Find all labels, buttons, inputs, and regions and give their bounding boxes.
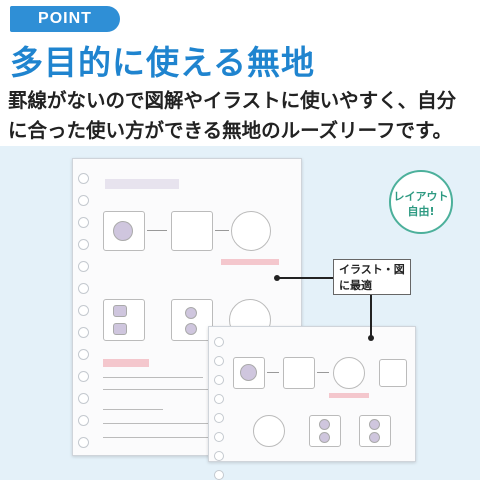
sketch-cell-box xyxy=(283,357,315,389)
description-line-2: に合った使い方ができる無地のルーズリーフです。 xyxy=(8,119,453,142)
sketch-line xyxy=(103,437,209,438)
illustration-label: イラスト・図 に最適 xyxy=(333,259,411,295)
loose-leaf-sheet-back xyxy=(72,158,302,456)
binder-holes xyxy=(78,173,89,459)
sketch-cell xyxy=(113,323,127,335)
sketch-cell xyxy=(319,419,330,430)
sketch-cell xyxy=(113,221,133,241)
sketch-line xyxy=(103,423,213,424)
layout-free-badge: レイアウト 自由! xyxy=(389,170,453,234)
sketch-arrow xyxy=(317,372,329,373)
illustration-label-line-2: に最適 xyxy=(339,279,372,292)
description: 罫線がないので図解やイラストに使いやすく、自分 に合った使い方ができる無地のルー… xyxy=(8,86,478,146)
callout-line-2 xyxy=(370,295,372,337)
callout-dot-2 xyxy=(368,335,374,341)
sketch-highlight xyxy=(221,259,279,265)
sketch-cell xyxy=(185,307,197,319)
sketch-cell-box xyxy=(333,357,365,389)
layout-free-line-1: レイアウト xyxy=(393,190,449,203)
sketch-cell-box xyxy=(231,211,271,251)
sketch-highlight xyxy=(329,393,369,398)
headline: 多目的に使える無地 xyxy=(10,43,316,82)
sketch-cell xyxy=(369,419,380,430)
sketch-cell xyxy=(319,432,330,443)
illustration-label-line-1: イラスト・図 xyxy=(339,263,405,276)
sketch-arrow xyxy=(267,372,279,373)
sketch-cell-box xyxy=(253,415,285,447)
layout-free-line-2: 自由! xyxy=(407,205,435,218)
sketch-cell xyxy=(240,364,257,381)
binder-holes xyxy=(214,337,224,489)
point-badge: POINT xyxy=(10,6,120,32)
sketch-cell xyxy=(113,305,127,317)
sketch-cell-box xyxy=(171,211,213,251)
sketch-arrow xyxy=(215,230,229,231)
sketch-highlight xyxy=(103,359,149,367)
sketch-line xyxy=(103,389,209,390)
sketch-line xyxy=(103,377,203,378)
sketch-title-highlight xyxy=(105,179,179,189)
callout-line-1 xyxy=(278,277,333,279)
callout-dot-1 xyxy=(274,275,280,281)
description-line-1: 罫線がないので図解やイラストに使いやすく、自分 xyxy=(8,89,457,112)
sketch-arrow xyxy=(147,230,167,231)
sketch-cell-box xyxy=(379,359,407,387)
sketch-line xyxy=(103,409,163,410)
sketch-cell xyxy=(185,323,197,335)
loose-leaf-sheet-front xyxy=(208,326,416,480)
sketch-cell xyxy=(369,432,380,443)
